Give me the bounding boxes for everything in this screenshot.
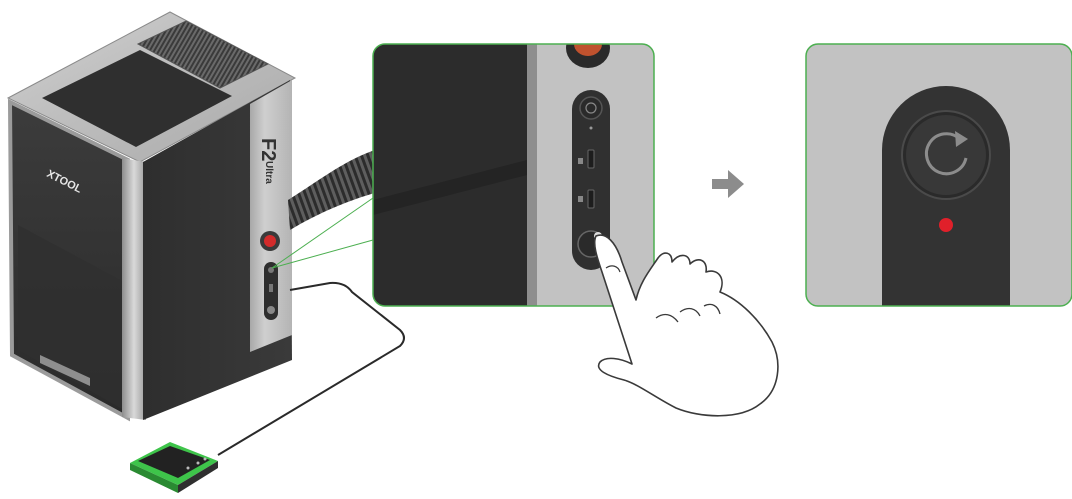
usb-port-1	[587, 149, 595, 169]
svg-text:Ultra: Ultra	[263, 161, 274, 184]
usb-port-2	[587, 189, 595, 209]
emergency-stop-button[interactable]	[260, 231, 280, 251]
exhaust-hose	[288, 150, 378, 230]
model-logo: F2 Ultra	[257, 138, 279, 184]
zoom-panel-control-area	[372, 43, 655, 307]
top-vent-grill	[136, 20, 270, 89]
foot-switch[interactable]	[130, 442, 218, 493]
foot-switch-cable	[217, 281, 405, 456]
arrow-right-icon	[712, 170, 744, 198]
svg-text:F2: F2	[257, 138, 279, 161]
status-led-red	[939, 218, 953, 232]
machine-control-strip	[264, 262, 278, 320]
callout-lines	[271, 197, 374, 269]
zoom1-restart-button[interactable]	[579, 96, 603, 120]
laser-engraver-machine: XTOOL F2 Ultra	[6, 11, 297, 422]
zoom-panel-result	[805, 43, 1072, 307]
power-restart-icon	[924, 131, 968, 176]
restart-button-closeup[interactable]	[901, 110, 991, 200]
pointing-hand	[593, 234, 779, 417]
zoom1-status-led	[589, 126, 593, 130]
